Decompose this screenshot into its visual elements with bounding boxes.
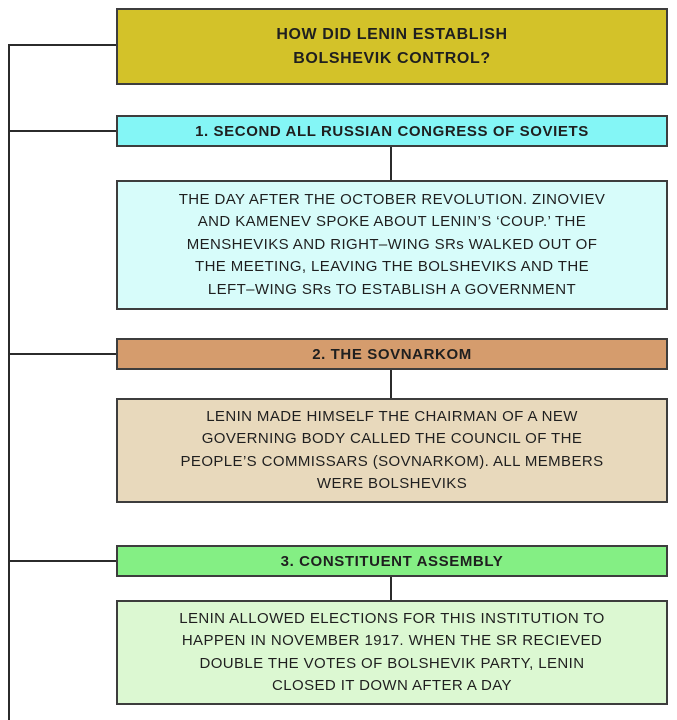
connector-trunk-line	[8, 44, 10, 720]
connector-section2-line	[8, 353, 116, 355]
section3-body-text: LENIN ALLOWED ELECTIONS FOR THIS INSTITU…	[179, 609, 605, 695]
section1-heading-box: 1. SECOND ALL RUSSIAN CONGRESS OF SOVIET…	[116, 115, 668, 147]
section2-body-text: LENIN MADE HIMSELF THE CHAIRMAN OF A NEW…	[180, 407, 604, 493]
connector-section1-line	[8, 130, 116, 132]
section2-heading-box: 2. THE SOVNARKOM	[116, 338, 668, 370]
connector-heading1-body1-line	[390, 147, 392, 180]
diagram-title-box: HOW DID LENIN ESTABLISH BOLSHEVIK CONTRO…	[116, 8, 668, 85]
section1-heading-text: 1. SECOND ALL RUSSIAN CONGRESS OF SOVIET…	[195, 122, 589, 140]
diagram-title-text: HOW DID LENIN ESTABLISH BOLSHEVIK CONTRO…	[276, 25, 508, 67]
section2-body-box: LENIN MADE HIMSELF THE CHAIRMAN OF A NEW…	[116, 398, 668, 503]
section3-heading-box: 3. CONSTITUENT ASSEMBLY	[116, 545, 668, 577]
section3-heading-text: 3. CONSTITUENT ASSEMBLY	[280, 552, 504, 570]
section3-body-box: LENIN ALLOWED ELECTIONS FOR THIS INSTITU…	[116, 600, 668, 705]
section1-body-box: THE DAY AFTER THE OCTOBER REVOLUTION. ZI…	[116, 180, 668, 310]
section1-body-text: THE DAY AFTER THE OCTOBER REVOLUTION. ZI…	[178, 190, 606, 298]
connector-heading2-body2-line	[390, 370, 392, 398]
connector-section3-line	[8, 560, 116, 562]
connector-heading3-body3-line	[390, 577, 392, 600]
section2-heading-text: 2. THE SOVNARKOM	[312, 345, 472, 363]
connector-title-line	[8, 44, 116, 46]
